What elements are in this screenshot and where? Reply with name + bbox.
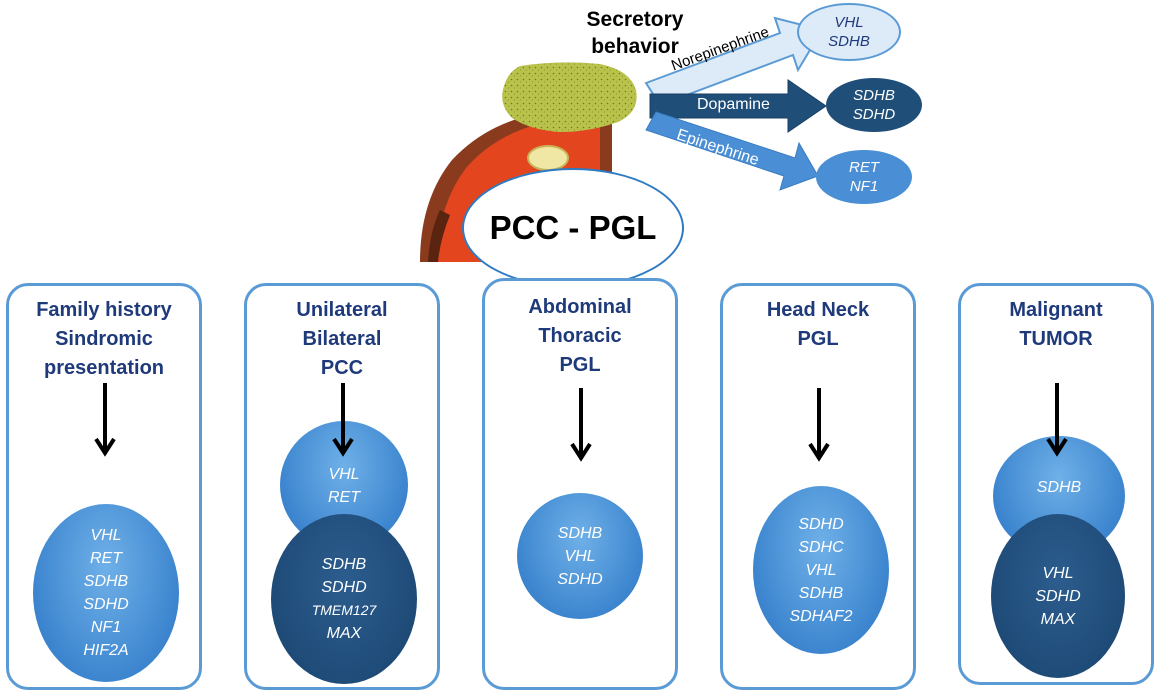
gene-label: HIF2A (83, 642, 129, 659)
gene-label: SDHAF2 (789, 607, 853, 625)
malignant-tumor-title: Malignant TUMOR (961, 296, 1151, 354)
family-history-genes-ellipse: VHL RET SDHB SDHD NF1 HIF2A (33, 504, 179, 682)
gene-label: SDHB (853, 87, 895, 104)
gene-label: SDHD (557, 570, 603, 588)
title-line: Malignant (1009, 299, 1103, 321)
abdominal-thoracic-title: Abdominal Thoracic PGL (485, 293, 675, 380)
secretory-behavior-title: Secretory behavior (560, 6, 710, 60)
secretory-arrows (644, 16, 827, 191)
down-arrow-icon (94, 383, 116, 457)
gene-label: VHL (834, 14, 864, 31)
down-arrow-icon (808, 388, 830, 462)
gene-label: SDHD (83, 596, 129, 613)
family-history-title: Family history Sindromic presentation (9, 296, 199, 383)
gene-label: SDHB (798, 584, 844, 602)
title-line: TUMOR (1019, 328, 1093, 350)
title-line: Head Neck (766, 299, 870, 321)
gene-label: VHL (90, 527, 122, 544)
epinephrine-genes-ellipse: RET NF1 (816, 150, 912, 204)
dopamine-label: Dopamine (697, 96, 770, 113)
gene-label: SDHB (828, 33, 870, 50)
gene-label: TMEM127 (311, 602, 377, 618)
gene-label: NF1 (90, 619, 122, 636)
gene-label: VHL (1042, 564, 1074, 582)
gene-label: SDHD (1035, 587, 1081, 605)
gene-label: RET (90, 550, 122, 567)
gene-label: SDHB (557, 524, 603, 542)
gene-label: VHL (805, 561, 837, 579)
gene-label: NF1 (849, 178, 879, 195)
title-line: PCC (320, 357, 364, 379)
gene-label: MAX (1040, 610, 1076, 628)
gene-label: VHL (564, 547, 596, 565)
gene-label: RET (328, 489, 360, 506)
down-arrow-icon (570, 388, 592, 462)
down-arrow-icon (1046, 383, 1068, 457)
secretory-title-line2: behavior (591, 35, 679, 58)
gene-label: SDHD (321, 579, 367, 596)
title-line: PGL (559, 354, 601, 376)
family-history-box: Family history Sindromic presentation VH… (6, 283, 202, 690)
title-line: PGL (797, 328, 839, 350)
malignant-tumor-box: Malignant TUMOR SDHB VHL SDHD MAX (958, 283, 1154, 685)
abdominal-genes-ellipse: SDHB VHL SDHD (517, 493, 643, 619)
gene-label: RET (849, 159, 879, 176)
title-line: presentation (43, 357, 165, 379)
head-neck-title: Head Neck PGL (723, 296, 913, 354)
title-line: Bilateral (302, 328, 382, 350)
title-line: Unilateral (296, 299, 388, 321)
title-line: Family history (36, 299, 172, 321)
epinephrine-arrow (645, 111, 819, 191)
title-line: Abdominal (528, 296, 632, 318)
malignant-genes-ellipse-lower: VHL SDHD MAX (991, 514, 1125, 678)
pcc-pgl-label: PCC - PGL (489, 209, 657, 246)
head-neck-genes-ellipse: SDHD SDHC VHL SDHB SDHAF2 (753, 486, 889, 654)
unilateral-genes-ellipse-lower: SDHB SDHD TMEM127 MAX (271, 514, 417, 684)
gene-label: VHL (328, 466, 360, 483)
gene-label: SDHD (852, 106, 896, 123)
dopamine-genes-ellipse: SDHB SDHD (826, 78, 922, 132)
norepinephrine-genes-ellipse: VHL SDHB (797, 3, 901, 61)
title-line: Sindromic (55, 328, 153, 350)
adrenal-medulla-nodule (502, 62, 637, 132)
gene-label: MAX (326, 625, 362, 642)
gene-label: SDHC (798, 538, 844, 556)
head-neck-pgl-box: Head Neck PGL SDHD SDHC VHL SDHB SDHAF2 (720, 283, 916, 690)
abdominal-thoracic-pgl-box: Abdominal Thoracic PGL SDHB VHL SDHD (482, 278, 678, 690)
title-line: Thoracic (538, 325, 622, 347)
down-arrow-icon (332, 383, 354, 457)
secretory-title-line1: Secretory (586, 8, 684, 31)
gene-label: SDHB (1036, 479, 1082, 496)
unilateral-bilateral-pcc-box: Unilateral Bilateral PCC VHL RET SDHB SD… (244, 283, 440, 690)
unilateral-bilateral-title: Unilateral Bilateral PCC (247, 296, 437, 383)
gene-label: SDHB (321, 556, 367, 573)
gene-label: SDHD (798, 515, 844, 533)
gene-label: SDHB (83, 573, 129, 590)
